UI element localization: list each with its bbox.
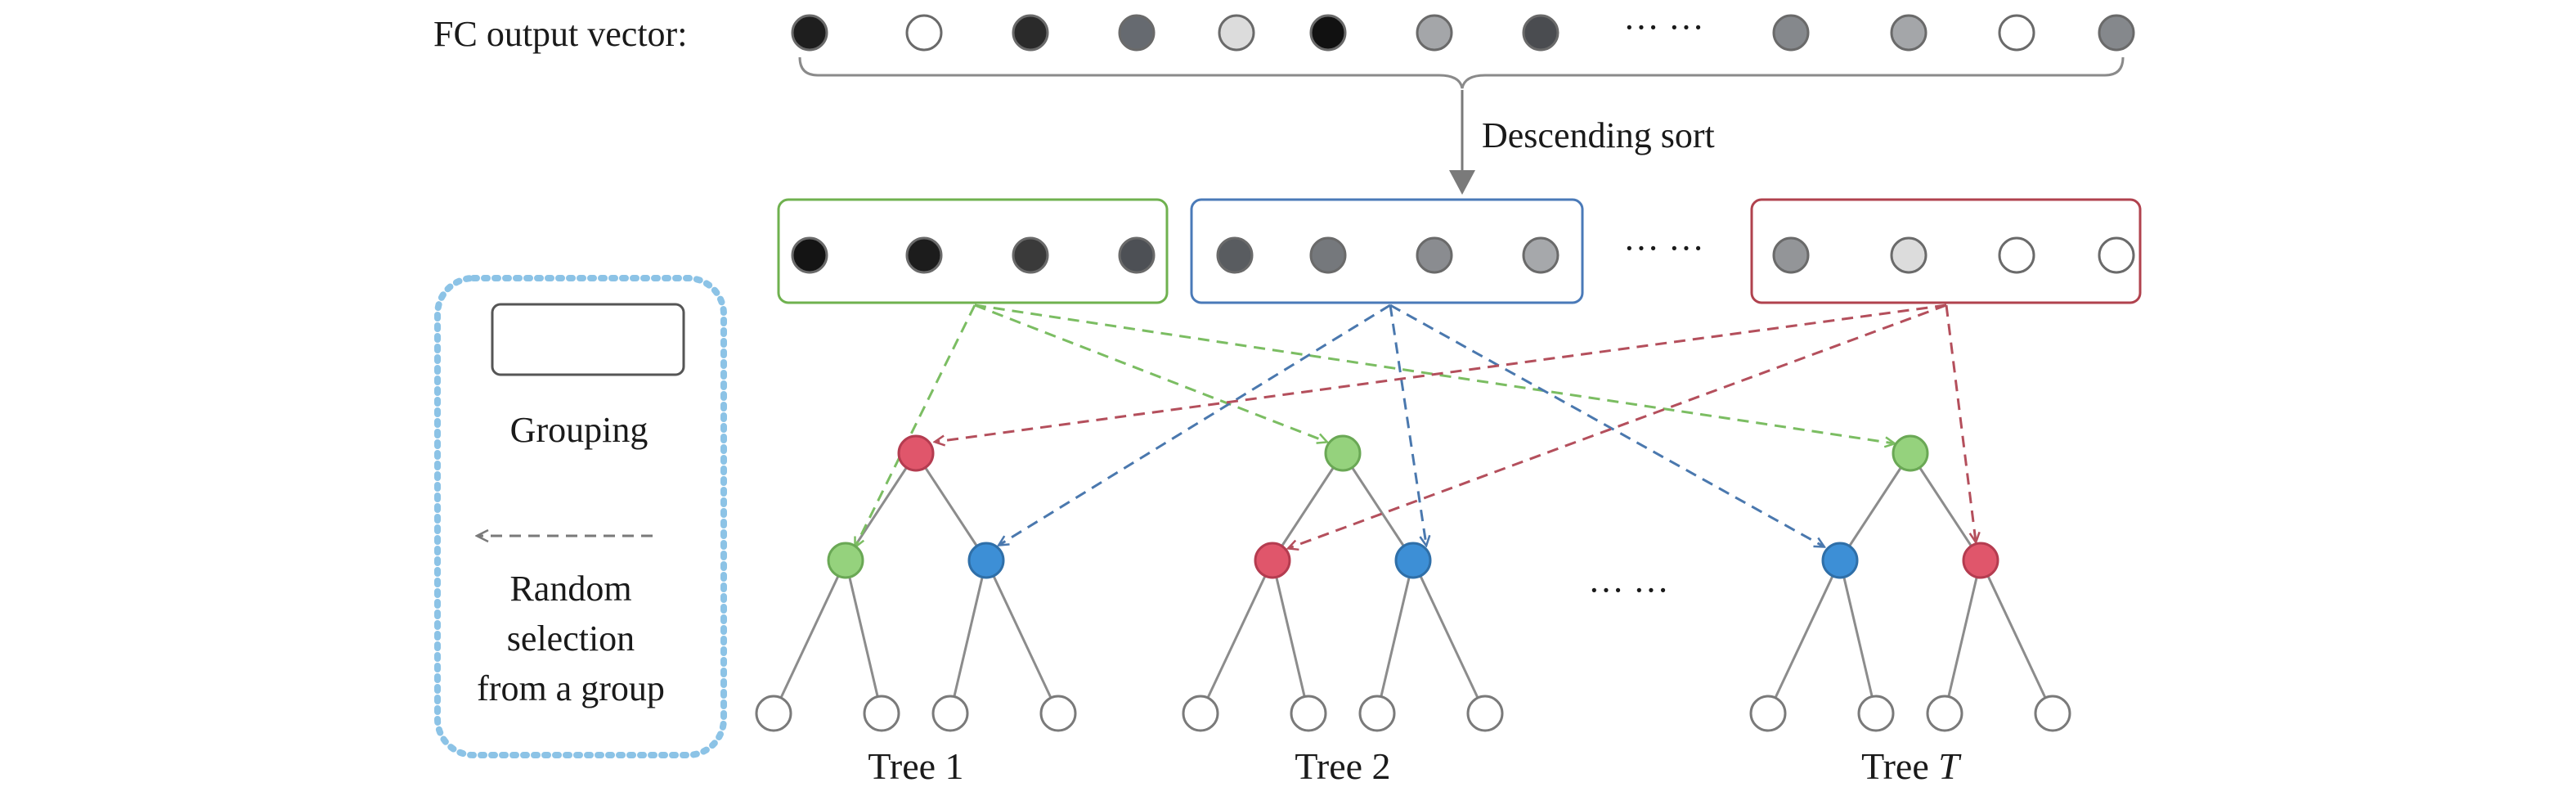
- fc-vector-node: [1998, 14, 2035, 52]
- groups-ellipsis: ··· ···: [1623, 228, 1704, 268]
- tree-1-leaf-node: [1039, 695, 1077, 732]
- sort-label: Descending sort: [1482, 115, 1715, 155]
- arrow-green-tree1: [855, 304, 976, 546]
- leaf-nodes: [755, 695, 2071, 732]
- tree-2-leaf-node: [1466, 695, 1504, 732]
- legend-random-line-2: selection: [507, 618, 635, 659]
- tree-3-right-node: [1962, 542, 1999, 579]
- tree-3-leaf-node: [1857, 695, 1895, 732]
- sort-arrow-head: [1449, 170, 1475, 195]
- tree-1-right-node: [967, 542, 1005, 579]
- group-green-node: [905, 236, 943, 274]
- fc-vector-node: [1890, 14, 1928, 52]
- group-box-green: [777, 198, 1169, 304]
- tree-2-right-node: [1394, 542, 1432, 579]
- group-red-node: [2098, 236, 2135, 274]
- fc-vector-node: [2098, 14, 2135, 52]
- tree-1-label: Tree 1: [868, 745, 963, 787]
- tree-edges: [772, 452, 2054, 714]
- tree-2-leaf-node: [1358, 695, 1396, 732]
- arrow-green-tree2: [974, 304, 1326, 442]
- group-blue-node: [1522, 236, 1560, 274]
- tree-2-leaf-node: [1290, 695, 1327, 732]
- legend-random-line-1: Random: [509, 569, 631, 609]
- group-box-blue: [1190, 198, 1584, 304]
- sorted-group-nodes: [791, 236, 2135, 274]
- tree-t-italic: T: [1938, 745, 1962, 787]
- legend-grouping-symbol: [491, 303, 685, 376]
- fc-vector-node: [1772, 14, 1810, 52]
- grouping-brace: [798, 56, 2125, 89]
- group-red-node: [1998, 236, 2035, 274]
- group-blue-node: [1309, 236, 1347, 274]
- group-green-node: [1118, 236, 1156, 274]
- fc-output-vector: [791, 14, 2135, 52]
- fc-vector-node: [905, 14, 943, 52]
- tree-t-label: Tree T: [1861, 745, 1962, 787]
- arrow-blue-tree2: [1389, 304, 1426, 545]
- tree-2-leaf-node: [1182, 695, 1219, 732]
- group-blue-node: [1216, 236, 1254, 274]
- tree-1-leaf-node: [863, 695, 900, 732]
- tree-1-leaf-node: [931, 695, 969, 732]
- group-box-red: [1750, 198, 2142, 304]
- legend-random-line-3: from a group: [477, 668, 665, 708]
- fc-vector-node: [1118, 14, 1156, 52]
- fc-vector-node: [791, 14, 828, 52]
- tree-3-left-node: [1821, 542, 1859, 579]
- fc-output-label: FC output vector:: [433, 14, 687, 54]
- fc-vector-node: [1416, 14, 1453, 52]
- arrow-red-tree2: [1289, 304, 1947, 548]
- tree-3-root-node: [1892, 434, 1929, 472]
- legend-box: [434, 275, 727, 758]
- trees-ellipsis: ··· ···: [1588, 570, 1669, 610]
- tree-1-left-node: [827, 542, 864, 579]
- fc-vector-node: [1012, 14, 1049, 52]
- fc-vector-node: [1218, 14, 1255, 52]
- tree-3-leaf-node: [1926, 695, 1963, 732]
- arrow-green-treeT: [974, 304, 1894, 443]
- legend-grouping-label: Grouping: [510, 410, 648, 450]
- tree-2-left-node: [1254, 542, 1291, 579]
- tree-2-root-node: [1324, 434, 1362, 472]
- group-green-node: [1012, 236, 1049, 274]
- arrow-blue-tree1: [999, 304, 1391, 545]
- group-green-node: [791, 236, 828, 274]
- group-blue-node: [1416, 236, 1453, 274]
- group-red-node: [1890, 236, 1928, 274]
- group-red-node: [1772, 236, 1810, 274]
- fc-vector-node: [1522, 14, 1560, 52]
- tree-1-leaf-node: [755, 695, 792, 732]
- arrow-red-treeT: [1945, 304, 1976, 542]
- arrow-blue-treeT: [1389, 304, 1824, 546]
- fc-ellipsis: ··· ···: [1623, 7, 1704, 47]
- arrow-red-tree1: [936, 304, 1947, 442]
- tree-3-leaf-node: [2034, 695, 2071, 732]
- tree-1-root-node: [897, 434, 935, 472]
- tree-3-leaf-node: [1749, 695, 1787, 732]
- tree-nodes: [827, 434, 1999, 579]
- fc-vector-node: [1309, 14, 1347, 52]
- selection-arrows: [855, 304, 1976, 548]
- tree-2-label: Tree 2: [1295, 745, 1390, 787]
